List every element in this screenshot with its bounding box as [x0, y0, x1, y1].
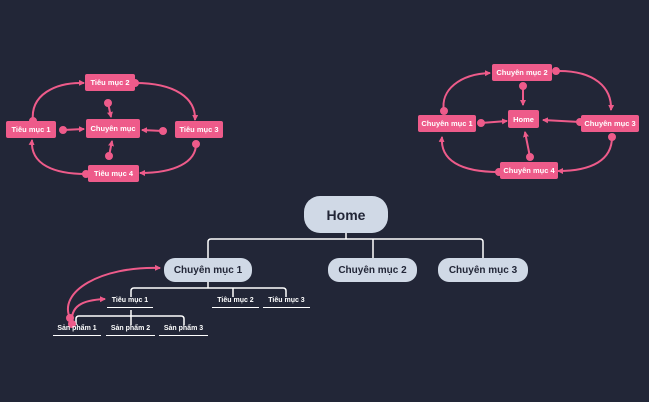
connector-dot: [68, 320, 76, 328]
left-node-right[interactable]: Tiêu mục 3: [175, 121, 223, 138]
sitemap-product-3[interactable]: Sản phẩm 3: [159, 325, 208, 336]
sitemap-pink-connectors: [66, 264, 161, 328]
connector-left-to-top: [442, 70, 491, 112]
connector-top-to-right: [134, 82, 199, 121]
right-node-left-label: Chuyên mục 1: [421, 119, 473, 128]
connector-dot: [104, 99, 112, 107]
left-node-right-label: Tiêu mục 3: [179, 125, 219, 134]
sitemap-category-2[interactable]: Chuyên mục 2: [328, 258, 417, 282]
connector-dot: [440, 107, 448, 115]
connector-product-to-category: [67, 264, 161, 319]
right-node-right[interactable]: Chuyên mục 3: [581, 115, 639, 132]
connector-left-to-center: [480, 118, 508, 125]
connector-left-to-top: [31, 79, 85, 122]
sitemap-category-1-label: Chuyên mục 1: [173, 264, 243, 276]
connector-dot: [192, 140, 200, 148]
left-node-bottom[interactable]: Tiêu mục 4: [88, 165, 139, 182]
connector-dot: [59, 126, 67, 134]
left-node-left-label: Tiêu mục 1: [11, 125, 51, 134]
left-node-bottom-label: Tiêu mục 4: [93, 169, 134, 178]
left-node-center[interactable]: Chuyên mục: [86, 119, 140, 138]
connector-right-to-center: [542, 117, 581, 124]
right-node-left[interactable]: Chuyên mục 1: [418, 115, 476, 132]
sitemap-category-3-label: Chuyên mục 3: [448, 264, 518, 276]
left-node-left[interactable]: Tiêu mục 1: [6, 121, 56, 138]
left-node-top-label: Tiêu mục 2: [90, 78, 130, 87]
connector-bottom-to-left: [28, 139, 87, 175]
sitemap-category-2-label: Chuyên mục 2: [338, 264, 407, 276]
sitemap-category-1[interactable]: Chuyên mục 1: [164, 258, 252, 282]
right-diagram-connectors: [438, 67, 616, 176]
sitemap-product-1[interactable]: Sản phẩm 1: [53, 325, 101, 336]
sitemap-tree-lines: [75, 233, 484, 325]
connector-bottom-to-center: [523, 131, 531, 158]
tree-branch-products: [75, 315, 185, 325]
connector-top-to-right: [555, 69, 615, 111]
connector-dot: [608, 133, 616, 141]
right-node-top[interactable]: Chuyên mục 2: [492, 64, 552, 81]
connector-dot: [552, 67, 560, 75]
sitemap-root-label: Home: [326, 206, 366, 223]
right-node-center-label: Home: [513, 114, 534, 124]
right-node-bottom-label: Chuyên mục 4: [503, 166, 555, 175]
connector-right-to-bottom: [139, 143, 197, 176]
left-diagram-connectors: [28, 79, 200, 178]
right-node-right-label: Chuyên mục 3: [584, 119, 636, 128]
sitemap-product-2[interactable]: Sản phẩm 2: [106, 325, 155, 336]
connector-dot: [526, 153, 534, 161]
connector-dot: [105, 152, 113, 160]
connector-dot: [159, 127, 167, 135]
sitemap-subcategory-1[interactable]: Tiêu mục 1: [107, 297, 153, 308]
right-node-bottom[interactable]: Chuyên mục 4: [500, 162, 558, 179]
right-node-center[interactable]: Home: [508, 110, 539, 128]
left-node-top[interactable]: Tiêu mục 2: [85, 74, 135, 91]
connector-product-to-subcategory: [70, 296, 106, 325]
tree-branch-subcategories: [130, 287, 287, 297]
connector-dot: [477, 119, 485, 127]
right-node-top-label: Chuyên mục 2: [496, 68, 548, 77]
sitemap-subcategory-2[interactable]: Tiêu mục 2: [212, 297, 259, 308]
connector-right-to-bottom: [557, 136, 613, 174]
sitemap-subcategory-3[interactable]: Tiêu mục 3: [263, 297, 310, 308]
left-node-center-label: Chuyên mục: [90, 124, 136, 133]
tree-branch-categories: [207, 238, 484, 258]
connector-dot: [519, 82, 527, 90]
connector-bottom-to-left: [438, 136, 500, 173]
sitemap-root-node[interactable]: Home: [304, 196, 388, 233]
sitemap-category-3[interactable]: Chuyên mục 3: [438, 258, 528, 282]
